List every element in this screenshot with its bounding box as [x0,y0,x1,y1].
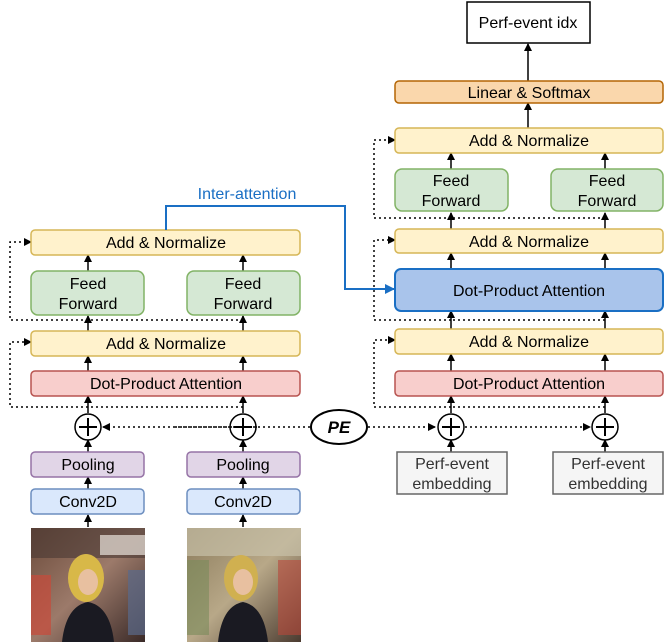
encoder-feed-forward-right: Feed Forward [186,270,301,316]
decoder-output-label: Perf-event idx [479,15,578,32]
encoder-add-normalize-top: Add & Normalize [30,229,301,256]
decoder-add-normalize-middle-label: Add & Normalize [469,234,589,251]
decoder-linear-softmax-label: Linear & Softmax [468,85,591,102]
decoder-output: Perf-event idx [466,1,591,44]
pe-node: PE [310,409,368,445]
pooling-right-label: Pooling [216,457,269,474]
video-frame-left [31,528,145,642]
encoder-ff-left-label-1: Feed [70,276,106,293]
conv2d-left-label: Conv2D [59,494,117,511]
encoder-ff-left-label-2: Forward [59,296,118,313]
decoder-ff-left-label-1: Feed [433,173,469,190]
decoder-ff-right-label-2: Forward [578,193,637,210]
encoder-feed-forward-left: Feed Forward [30,270,145,316]
decoder-embedding-left: Perf-event embedding [396,451,508,495]
decoder-add-normalize-top-label: Add & Normalize [469,133,589,150]
pe-label: PE [328,418,351,437]
encoder-pooling-right: Pooling [186,451,301,478]
encoder-ff-right-label-2: Forward [214,296,273,313]
embedding-left-label-1: Perf-event [415,456,489,473]
encoder-add-circle-left [74,413,102,441]
decoder-cross-attention-label: Dot-Product Attention [453,283,605,300]
decoder-add-normalize-middle: Add & Normalize [394,228,664,254]
encoder-ff-right-label-1: Feed [225,276,261,293]
decoder-add-normalize-bottom: Add & Normalize [394,328,664,355]
encoder-add-normalize-bottom: Add & Normalize [30,330,301,357]
encoder-conv2d-left: Conv2D [30,488,145,515]
decoder-flow-arrows [447,43,609,452]
embedding-right-label-1: Perf-event [571,456,645,473]
encoder-flow-arrows [84,254,247,527]
decoder-add-normalize-bottom-label: Add & Normalize [469,334,589,351]
decoder-ff-left-label-2: Forward [422,193,481,210]
encoder-add-normalize-bottom-label: Add & Normalize [106,336,226,353]
video-frame-right [187,528,301,642]
encoder-pooling-left: Pooling [30,451,145,478]
decoder-add-circle-right [591,413,619,441]
conv2d-right-label: Conv2D [214,494,272,511]
embedding-right-label-2: embedding [568,476,647,493]
encoder-conv2d-right: Conv2D [186,488,301,515]
decoder-cross-attention: Dot-Product Attention [394,268,664,312]
embedding-left-label-2: embedding [412,476,491,493]
decoder-add-normalize-top: Add & Normalize [394,127,664,154]
decoder-self-attention-label: Dot-Product Attention [453,376,605,393]
encoder-add-normalize-top-label: Add & Normalize [106,235,226,252]
decoder-linear-softmax: Linear & Softmax [394,80,664,104]
inter-attention-connection: Inter-attention [165,186,395,294]
decoder-add-circle-left [437,413,465,441]
encoder-dpa-label: Dot-Product Attention [90,376,242,393]
decoder-embedding-right: Perf-event embedding [552,451,664,495]
encoder-dot-product-attention: Dot-Product Attention [30,370,301,397]
inter-attention-label: Inter-attention [198,186,297,203]
decoder-ff-right-label-1: Feed [589,173,625,190]
decoder-feed-forward-left: Feed Forward [394,168,509,212]
decoder-self-attention: Dot-Product Attention [394,370,664,397]
decoder-residual-lines [373,136,605,408]
pooling-left-label: Pooling [61,457,114,474]
encoder-residual-lines [9,238,243,408]
decoder-feed-forward-right: Feed Forward [550,168,664,212]
